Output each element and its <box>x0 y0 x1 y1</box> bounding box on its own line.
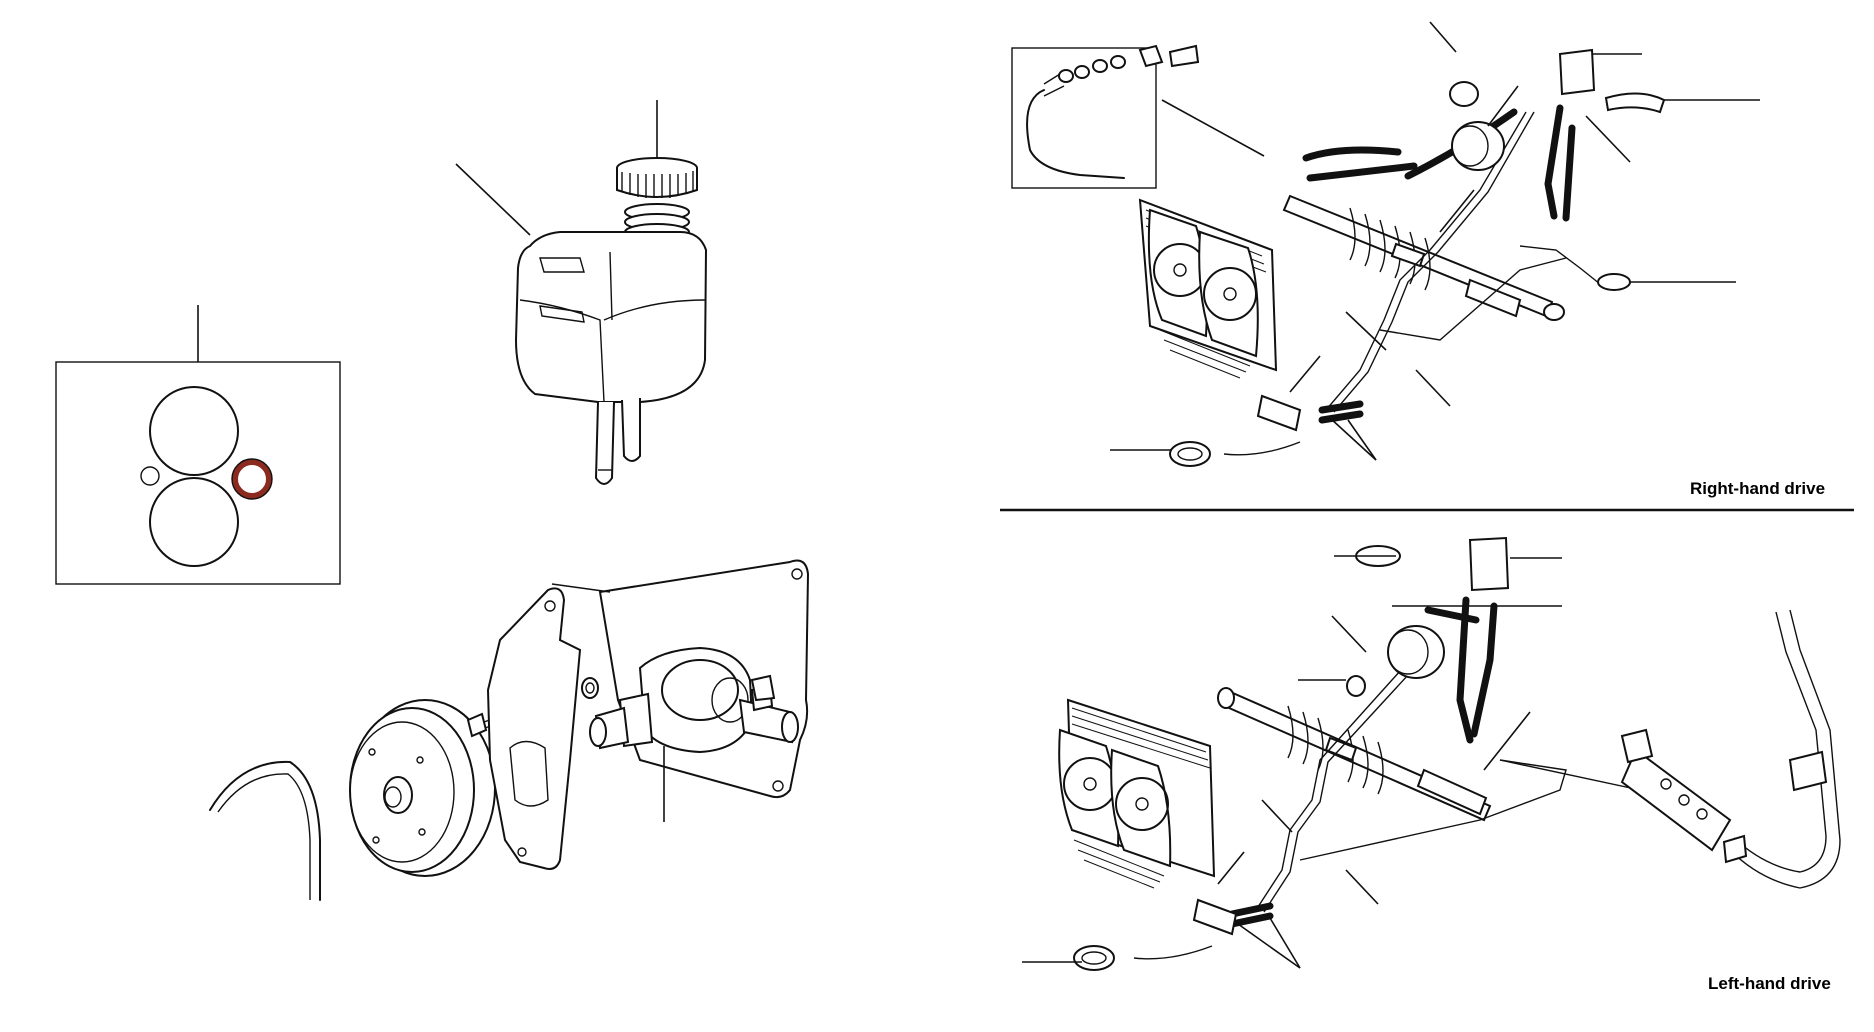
seal-kit <box>55 305 341 585</box>
lhd-oil-cooler <box>1058 698 1216 889</box>
seal-kit-box <box>55 361 341 585</box>
pump-pulley <box>349 699 496 877</box>
rhd-hose-layout <box>1011 21 1760 467</box>
small-o-ring <box>140 466 160 486</box>
rhd-steering-rack <box>1282 194 1565 321</box>
fluid-reservoir <box>455 100 708 485</box>
large-o-ring-lower <box>149 477 239 567</box>
shaft-seal-highlighted <box>232 459 272 499</box>
reservoir-leader-line <box>455 163 531 236</box>
rhd-inset-box <box>1011 47 1157 189</box>
steering-pump-assembly <box>209 559 810 901</box>
shaft-seal-outline <box>231 458 273 500</box>
lhd-hose-layout <box>1022 536 1841 971</box>
large-o-ring-upper <box>149 386 239 476</box>
left-hand-drive-label: Left-hand drive <box>1708 974 1831 993</box>
rhd-oil-cooler <box>1138 198 1278 379</box>
right-hand-drive-label: Right-hand drive <box>1690 479 1826 498</box>
lhd-steering-rack <box>1217 687 1492 822</box>
